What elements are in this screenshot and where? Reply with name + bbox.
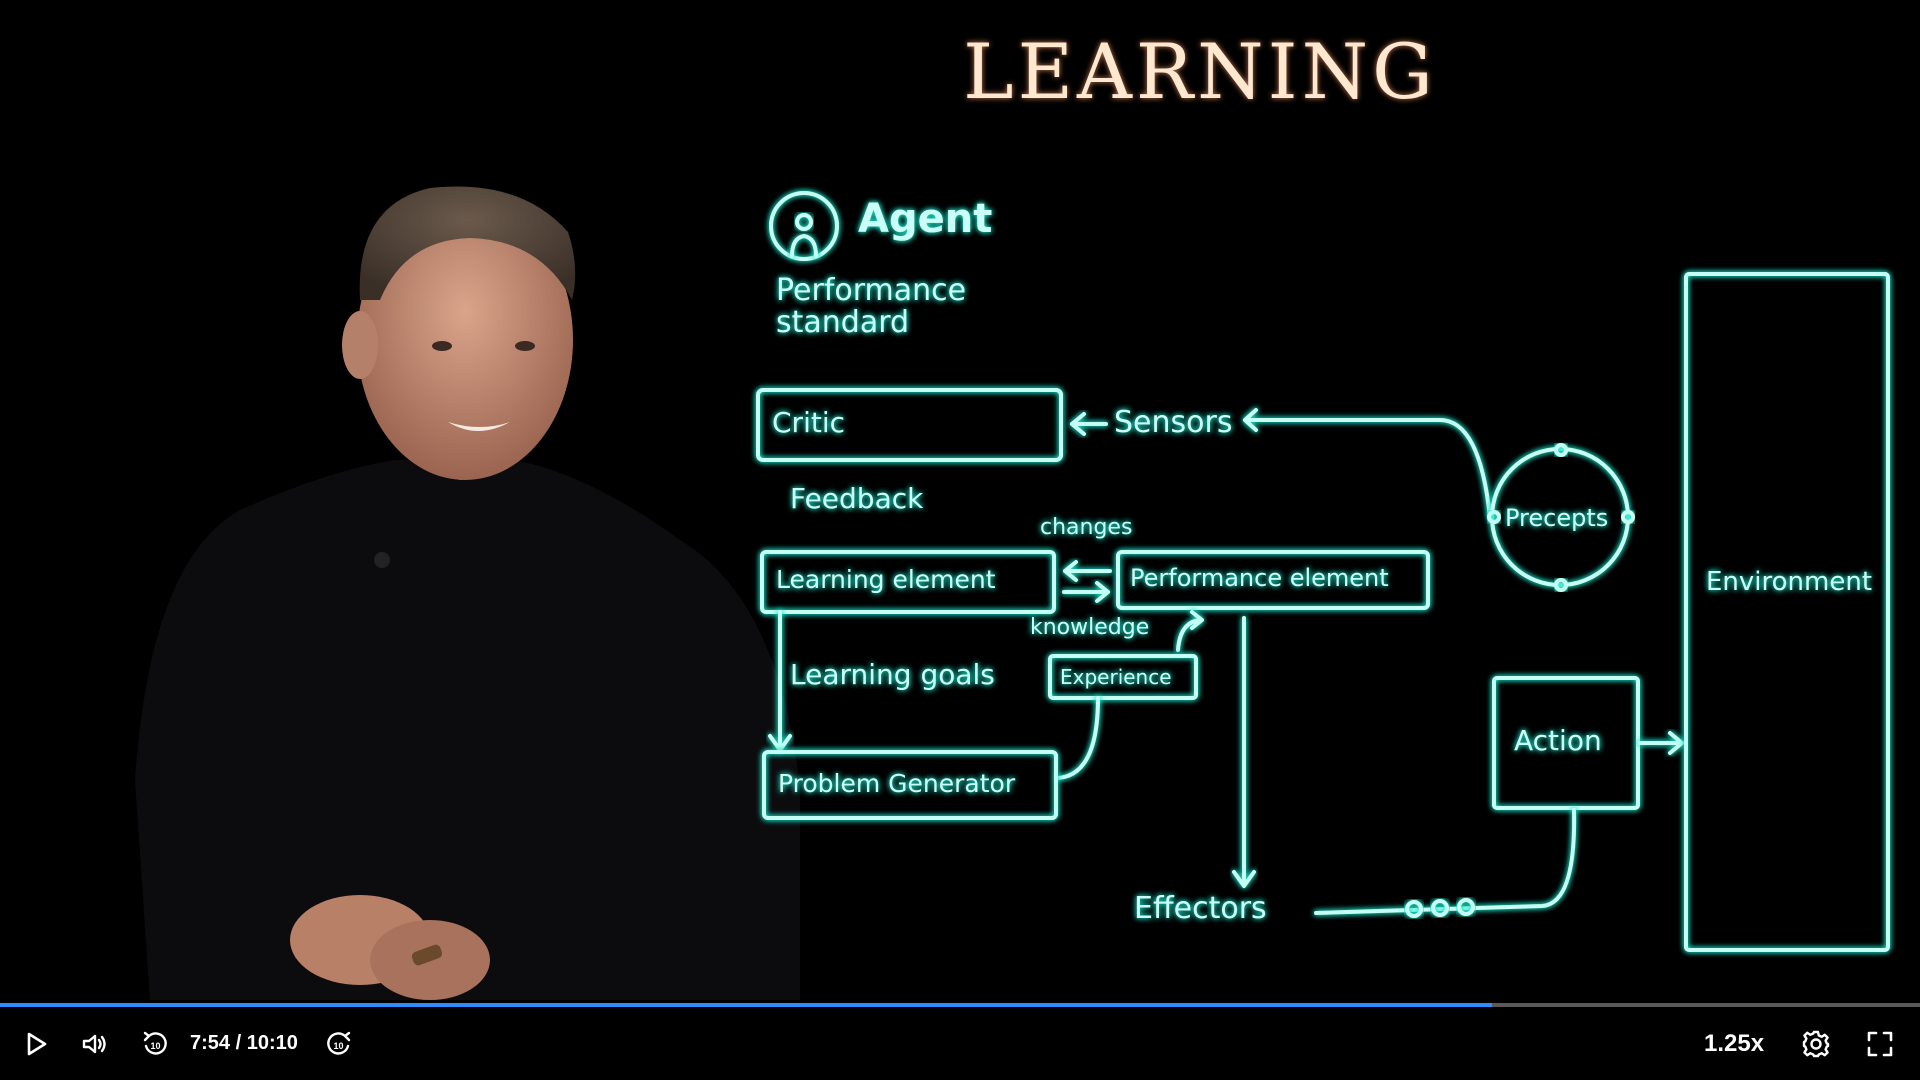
duration: 10:10 xyxy=(246,1032,298,1054)
time-display: 7:54 / 10:10 xyxy=(190,1032,298,1055)
play-icon xyxy=(27,1032,47,1055)
rewind-10-icon: 10 xyxy=(143,1031,167,1055)
critic-label: Critic xyxy=(772,406,845,439)
rewind-10-button[interactable]: 10 xyxy=(140,1007,170,1080)
performance-element-label: Performance element xyxy=(1130,564,1389,592)
video-frame[interactable]: LEARNING Agent Performance standard Crit… xyxy=(0,0,1920,1000)
board-title: LEARNING xyxy=(963,27,1437,116)
critic-box xyxy=(756,388,1063,462)
control-bar: 10 7:54 / 10:10 10 1.25x xyxy=(0,1007,1920,1080)
experience-box xyxy=(1048,654,1198,700)
play-button[interactable] xyxy=(22,1007,52,1080)
current-time: 7:54 xyxy=(190,1032,231,1054)
performance-standard-line1: Performance xyxy=(776,273,966,308)
progress-fill xyxy=(0,1003,1492,1007)
progress-bar[interactable] xyxy=(0,1003,1920,1007)
fullscreen-icon xyxy=(1867,1031,1893,1056)
environment-label: Environment xyxy=(1706,567,1872,597)
lightboard-diagram: LEARNING Agent Performance standard Crit… xyxy=(756,27,1890,952)
forward-10-icon: 10 xyxy=(327,1031,351,1055)
changes-label: changes xyxy=(1040,515,1132,540)
performance-element-box xyxy=(1116,550,1430,610)
performance-standard-line2: standard xyxy=(776,305,909,340)
forward-seconds: 10 xyxy=(333,1041,343,1051)
learning-element-box xyxy=(760,550,1056,614)
knowledge-label: knowledge xyxy=(1030,615,1149,640)
presenter-figure xyxy=(135,186,800,1000)
gear-icon xyxy=(1802,1030,1830,1057)
time-separator: / xyxy=(230,1032,247,1054)
environment-box xyxy=(1684,272,1890,952)
forward-10-button[interactable]: 10 xyxy=(324,1007,354,1080)
feedback-label: Feedback xyxy=(790,482,924,515)
playback-speed-button[interactable]: 1.25x xyxy=(1704,1030,1765,1057)
precepts-label: Precepts xyxy=(1505,504,1608,532)
learning-goals-label: Learning goals xyxy=(790,658,995,691)
agent-icon xyxy=(769,191,839,261)
learning-element-label: Learning element xyxy=(776,565,996,594)
problem-generator-box xyxy=(762,750,1058,820)
action-label: Action xyxy=(1514,724,1602,757)
experience-label: Experience xyxy=(1060,665,1172,689)
volume-button[interactable] xyxy=(80,1007,110,1080)
effectors-label: Effectors xyxy=(1134,891,1267,926)
settings-button[interactable] xyxy=(1796,1007,1836,1080)
fullscreen-button[interactable] xyxy=(1860,1007,1900,1080)
agent-label: Agent xyxy=(858,196,992,242)
sensors-label: Sensors xyxy=(1114,405,1232,440)
problem-generator-label: Problem Generator xyxy=(778,769,1016,798)
rewind-seconds: 10 xyxy=(150,1041,160,1051)
precepts-circle xyxy=(1490,447,1630,587)
volume-icon xyxy=(82,1034,106,1053)
